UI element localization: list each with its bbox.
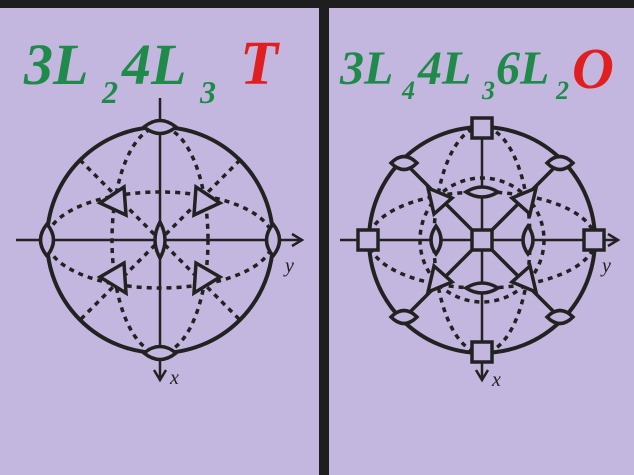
square-icon [582, 228, 606, 252]
lens-icon [141, 344, 179, 362]
lens-icon [264, 221, 282, 259]
fourfold-axes [356, 116, 606, 364]
left-formula: 3L 2 4L 3 T [23, 30, 280, 110]
lens-icon [388, 308, 420, 326]
formula-right-sub-4: 4 [401, 76, 415, 105]
threefold-axes [96, 183, 224, 297]
y-axis-arrow-icon [607, 232, 621, 248]
right-y-label: y [600, 255, 611, 277]
lens-icon [388, 154, 420, 172]
twofold-axes [38, 118, 282, 362]
right-formula: 3L 4 4L 3 6L 2 O [339, 36, 614, 105]
square-icon [470, 340, 494, 364]
lens-icon [544, 154, 576, 172]
panel-divider [319, 0, 329, 475]
square-icon [470, 228, 494, 252]
right-x-label: x [491, 369, 501, 391]
formula-left-sub-3: 3 [199, 74, 216, 110]
left-projection [16, 98, 305, 383]
lens-icon [429, 222, 443, 258]
left-x-label: x [169, 367, 179, 389]
formula-left-sub-2: 2 [101, 74, 118, 110]
triangle-icon [192, 260, 224, 297]
square-icon [470, 116, 494, 140]
lens-icon [544, 308, 576, 326]
formula-left-4L: 4L [121, 32, 186, 97]
lens-icon [141, 118, 179, 136]
formula-left-3L: 3L [23, 32, 88, 97]
square-icon [356, 228, 380, 252]
threefold-axes [425, 185, 539, 295]
formula-right-sub-2: 2 [555, 76, 569, 105]
lens-icon [462, 185, 502, 199]
x-axis-arrow-icon [474, 369, 490, 383]
triangle-icon [425, 262, 456, 295]
x-axis-arrow-icon [152, 369, 168, 383]
triangle-icon [192, 183, 224, 218]
triangle-icon [425, 185, 456, 218]
triangle-icon [508, 262, 539, 295]
point-group-symbol-T: T [240, 30, 280, 98]
formula-right-3L: 3L [339, 42, 393, 95]
formula-right-6L: 6L [496, 42, 549, 95]
formula-right-sub-3: 3 [481, 76, 495, 105]
triangle-icon [96, 260, 128, 297]
y-axis-arrow-icon [291, 232, 305, 248]
left-y-label: y [283, 255, 294, 277]
lens-icon [153, 218, 167, 262]
triangle-icon [508, 185, 539, 218]
twofold-axes [388, 154, 576, 326]
formula-right-4L: 4L [417, 42, 471, 95]
lens-icon [38, 221, 56, 259]
point-group-symbol-O: O [572, 36, 614, 101]
lens-icon [521, 222, 535, 258]
triangle-icon [96, 183, 128, 218]
lens-icon [462, 281, 502, 295]
right-projection [340, 116, 621, 383]
